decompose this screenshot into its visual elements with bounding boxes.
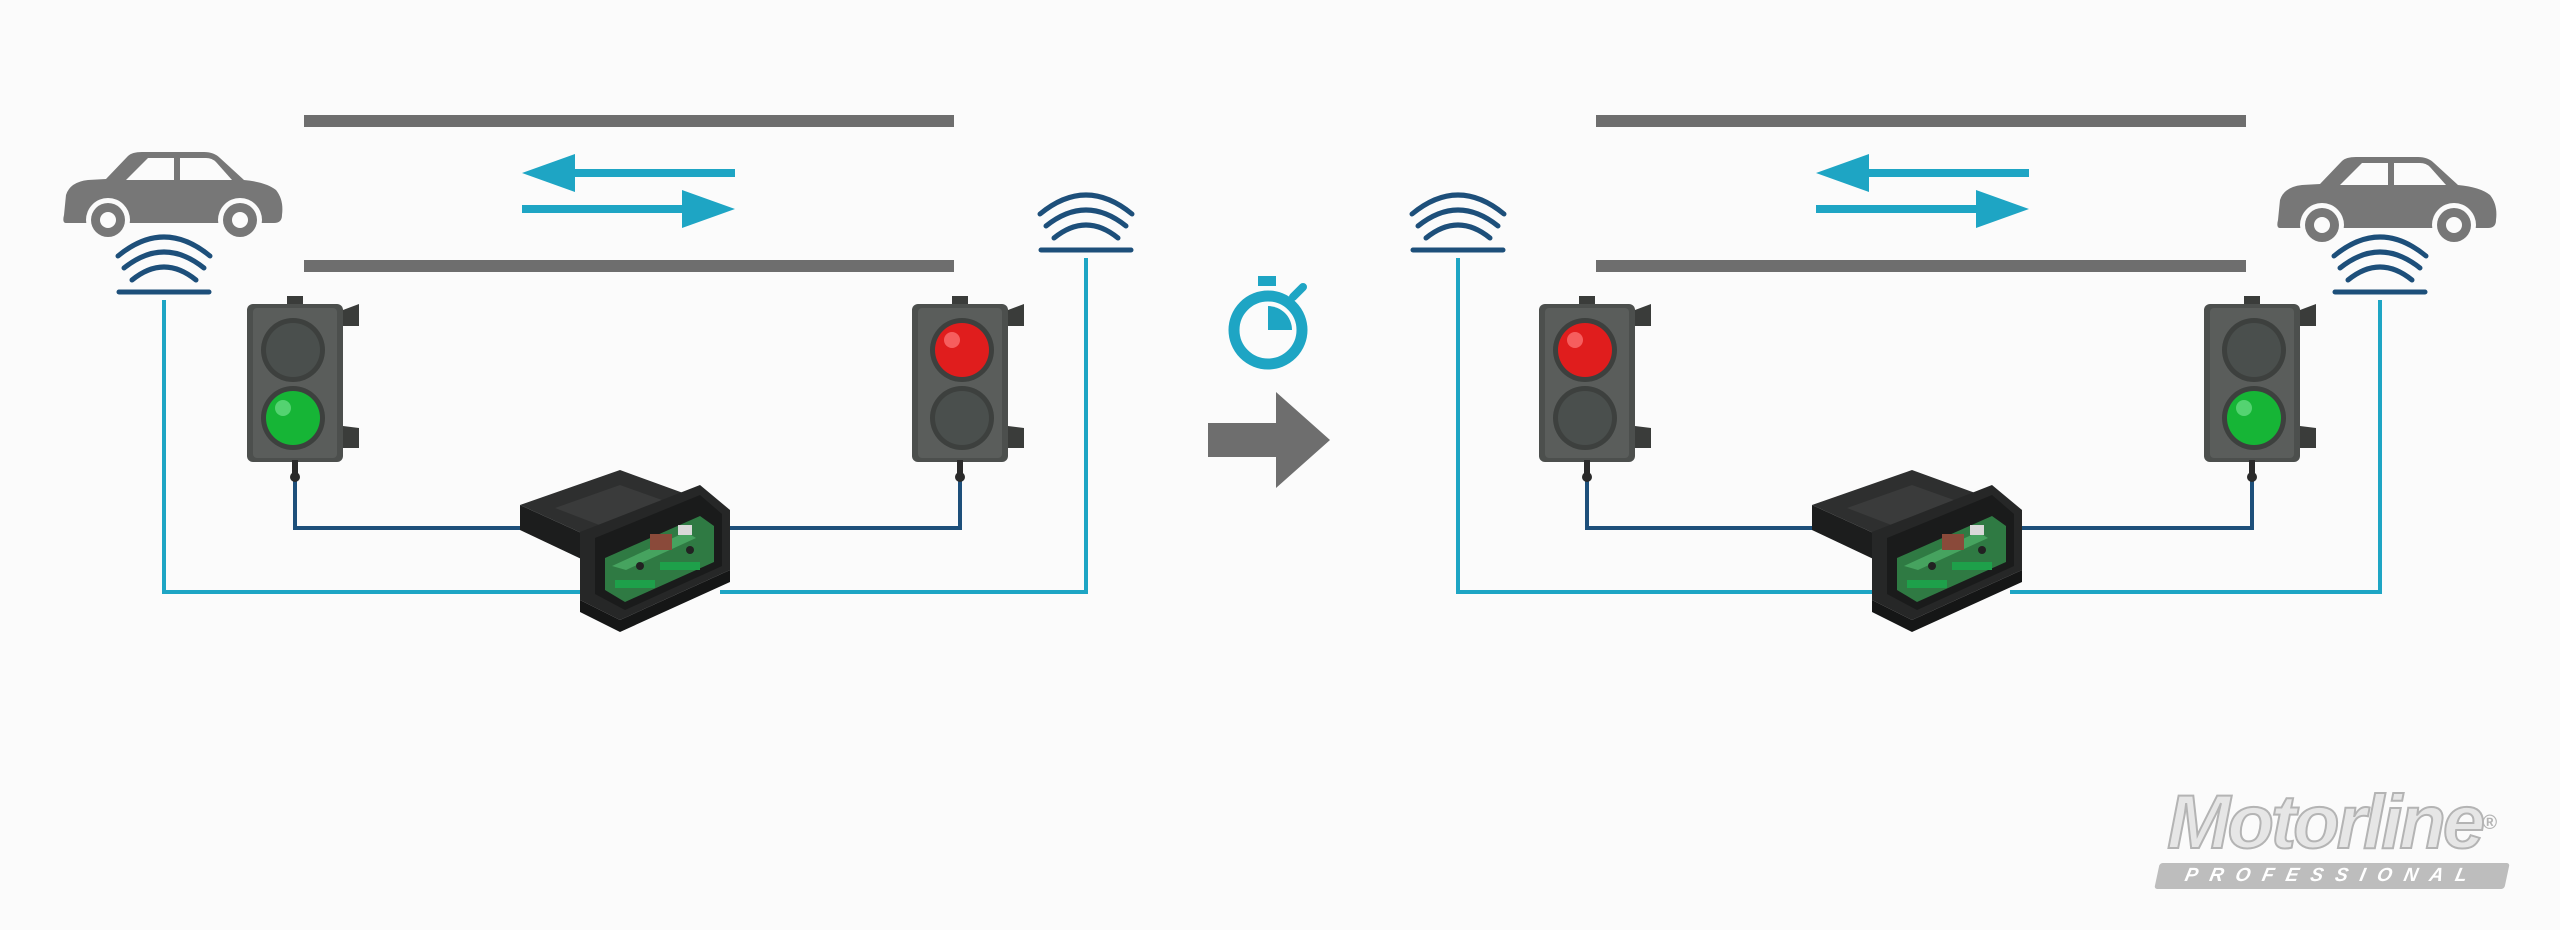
arrow-right-icon — [522, 190, 735, 228]
sensor-left-icon — [1412, 195, 1504, 250]
logo-tagline: PROFESSIONAL — [2154, 863, 2510, 889]
arrow-right-icon — [1208, 392, 1330, 488]
wiring — [1456, 258, 2382, 594]
arrow-right-icon — [1816, 190, 2029, 228]
sensor-right-icon — [1040, 195, 1132, 250]
logo-name: Motorline — [2166, 780, 2486, 865]
stopwatch-icon — [1228, 276, 1308, 370]
controller-box — [1812, 470, 2022, 632]
state-after — [1412, 115, 2497, 632]
road-bottom-line — [304, 260, 954, 272]
road-top-line — [304, 115, 954, 127]
sensor-left-icon — [118, 237, 210, 292]
brand-logo: Motorline® PROFESSIONAL — [2142, 784, 2522, 889]
road-bottom-line — [1596, 260, 2246, 272]
traffic-light-left — [1539, 296, 1651, 482]
state-before — [63, 115, 1132, 632]
wiring — [162, 258, 1088, 594]
car-icon — [63, 152, 283, 242]
logo-trademark: ® — [2482, 812, 2497, 834]
traffic-light-left — [247, 296, 359, 482]
sensor-right-icon — [2334, 237, 2426, 292]
car-icon — [2277, 157, 2497, 247]
road-top-line — [1596, 115, 2246, 127]
controller-box — [520, 470, 730, 632]
traffic-light-right — [2204, 296, 2316, 482]
arrow-left-icon — [1816, 154, 2029, 192]
transition — [1208, 276, 1330, 488]
traffic-light-right — [912, 296, 1024, 482]
arrow-left-icon — [522, 154, 735, 192]
